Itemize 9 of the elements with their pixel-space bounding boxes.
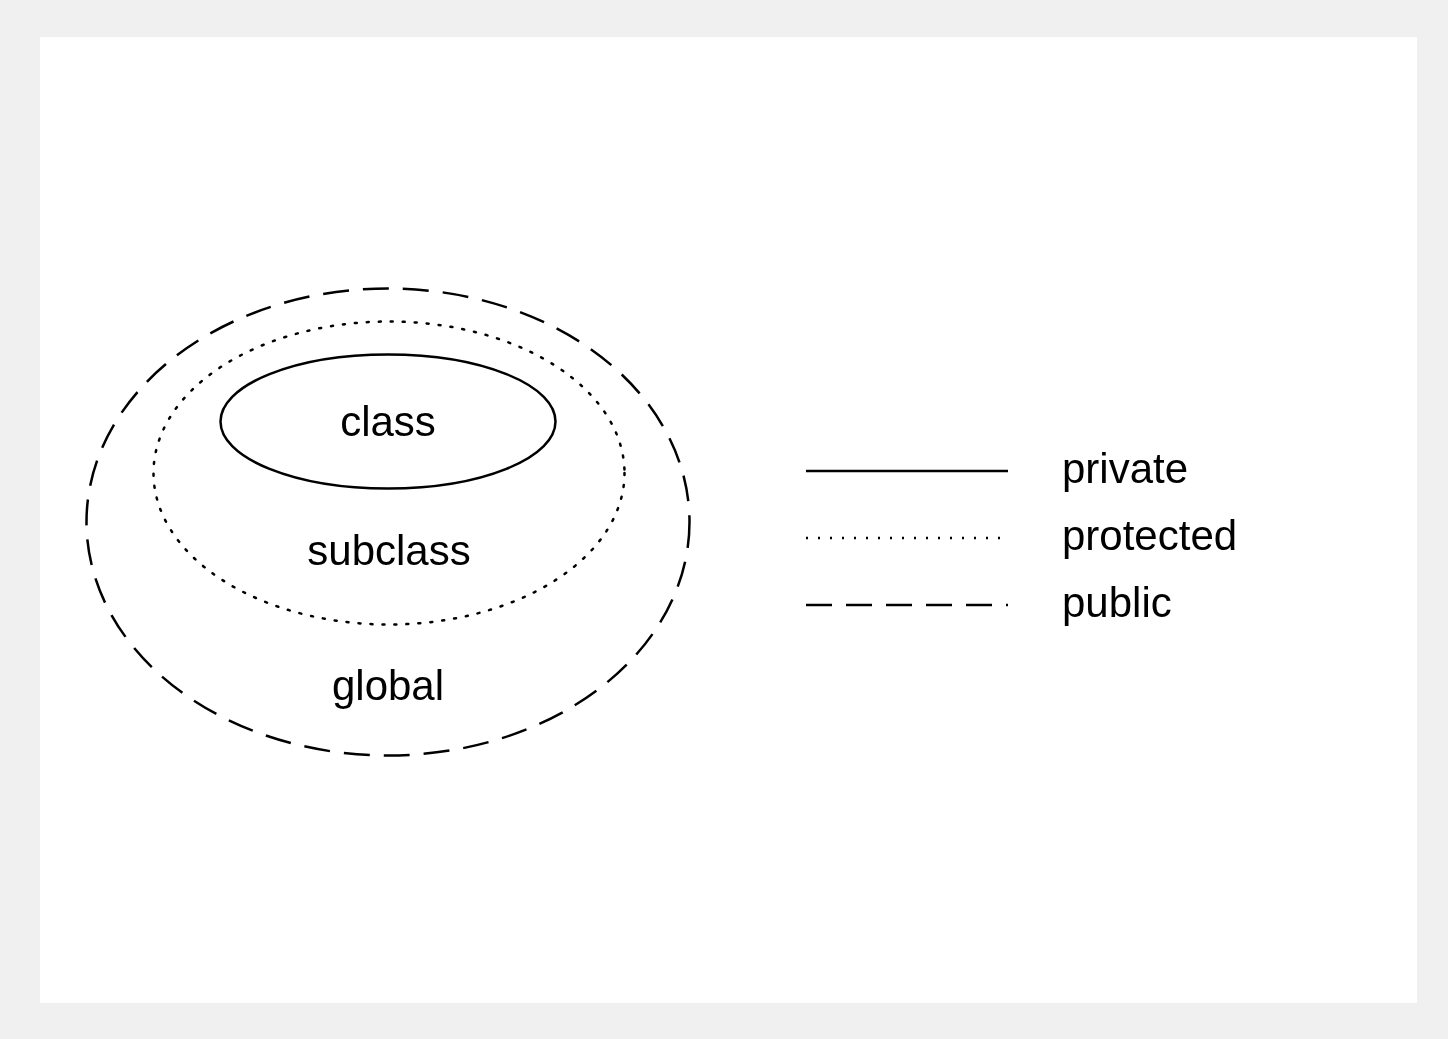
scope-label: global xyxy=(331,661,445,711)
scope-label: subclass xyxy=(307,526,471,576)
scope-ellipse xyxy=(152,320,626,626)
legend-label: protected xyxy=(1062,511,1238,561)
legend-label: public xyxy=(1062,578,1172,628)
legend-label: private xyxy=(1062,444,1189,494)
scope-label: class xyxy=(340,397,436,447)
scope-ellipse xyxy=(85,287,691,757)
scope-ellipse xyxy=(219,353,557,490)
